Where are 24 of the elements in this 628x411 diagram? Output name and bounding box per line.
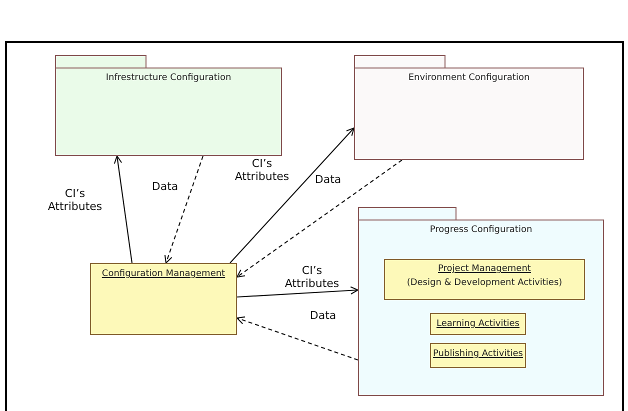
arrow — [236, 160, 402, 278]
object-box — [430, 343, 526, 368]
package-title: Infrestructure Configuration — [104, 72, 232, 85]
object-name: Learning Activities — [436, 318, 520, 331]
arrow — [114, 155, 133, 264]
arrow — [236, 316, 358, 361]
object-name: Publishing Activities — [432, 348, 524, 361]
edge-label: Data — [314, 173, 342, 186]
package-folder — [358, 207, 604, 396]
object-name: Configuration Management — [100, 268, 226, 281]
object-box — [384, 259, 585, 300]
package-title: Progress Configuration — [428, 224, 534, 237]
object-box — [90, 263, 237, 335]
object-name: Project Management — [437, 263, 532, 276]
package-folder — [55, 55, 282, 156]
arrow — [236, 286, 359, 298]
arrow — [230, 127, 355, 264]
edge-label: Data — [152, 180, 178, 193]
object-note: (Design & Development Activities) — [406, 277, 564, 290]
package-folder — [354, 55, 584, 160]
arrow — [164, 156, 204, 264]
object-box — [430, 313, 526, 335]
edge-label: Data — [310, 309, 336, 322]
package-title: Environment Configuration — [407, 72, 531, 85]
